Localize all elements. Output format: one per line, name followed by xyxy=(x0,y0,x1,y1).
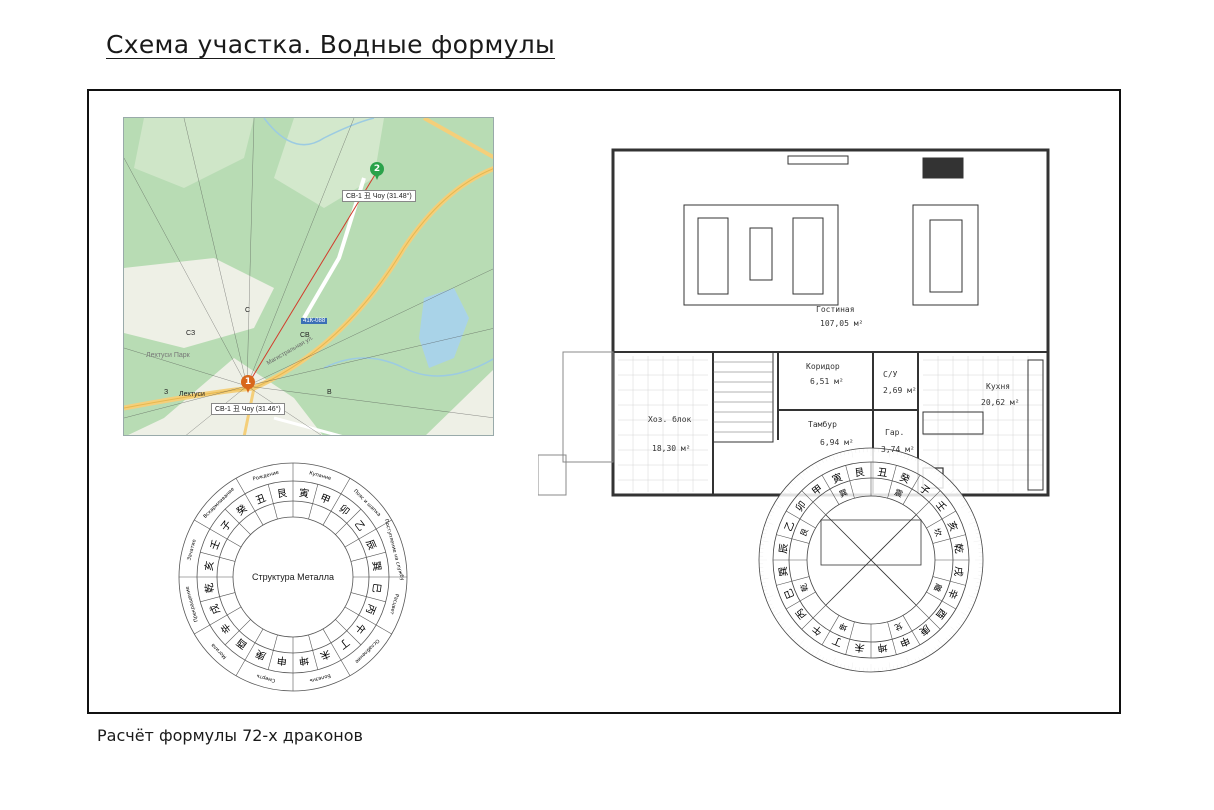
ring-right-trigram: 坤 xyxy=(838,621,849,633)
ring-left-hieroglyph: 庚 xyxy=(254,647,268,663)
ring-left-hieroglyph: 壬 xyxy=(208,538,223,552)
ring-right-hieroglyph: 乙 xyxy=(782,519,797,533)
ring-left-hieroglyph: 戌 xyxy=(207,602,223,616)
marker-1-tail xyxy=(245,386,251,393)
ring-right-hieroglyph: 申 xyxy=(898,634,912,650)
ring-left-outer-label: Расцвет xyxy=(388,593,399,615)
ring-right-hieroglyph: 艮 xyxy=(854,466,865,479)
marker-2-number: 2 xyxy=(370,162,384,176)
ring-left-hieroglyph: 乙 xyxy=(352,518,368,533)
ring-left-hieroglyph: 午 xyxy=(352,621,368,637)
map-marker-1[interactable]: 1 xyxy=(241,375,255,393)
ring-left-outer-label: Прекращение xyxy=(184,586,199,623)
page-title: Схема участка. Водные формулы xyxy=(106,30,556,59)
ring-left-outer-label: Смерть xyxy=(256,673,276,684)
ring-right-hieroglyph: 癸 xyxy=(898,470,912,486)
room-kitchen-area: 20,62 м² xyxy=(981,398,1020,407)
ring-right-hieroglyph: 未 xyxy=(854,641,865,654)
ring-right-hieroglyph: 戌 xyxy=(952,566,966,578)
ring-left-hieroglyph: 辛 xyxy=(218,621,234,637)
marker-1-label: СВ-1 丑 Чоу (31.46°) xyxy=(211,403,285,415)
diagram-frame xyxy=(87,89,1121,714)
ring-right-hieroglyph: 寅 xyxy=(830,470,844,486)
ring-right-trigram: 艮 xyxy=(799,527,810,538)
ring-left-hieroglyph: 亥 xyxy=(202,560,216,572)
ring-center-text: Структура Металла xyxy=(251,572,335,582)
ring-right-hieroglyph: 丁 xyxy=(831,634,844,648)
road-badge: 41К-088 xyxy=(301,318,328,324)
ring-right-hieroglyph: 巽 xyxy=(777,566,790,577)
ring-left-hieroglyph: 乾 xyxy=(202,582,216,594)
ring-left-hieroglyph: 丙 xyxy=(363,602,377,615)
ring-left-hieroglyph: 巳 xyxy=(370,582,383,593)
ring-right-trigram: 震 xyxy=(893,488,904,499)
ring-right-hieroglyph: 辛 xyxy=(945,587,961,601)
ring-right-hieroglyph: 巳 xyxy=(782,587,797,601)
ring-left-hieroglyph: 申 xyxy=(276,654,288,668)
ring-right-hieroglyph: 坤 xyxy=(877,641,889,655)
room-corridor-area: 6,51 м² xyxy=(810,377,844,386)
ring-right-trigram: 巽 xyxy=(838,488,849,499)
ring-left-hieroglyph: 甲 xyxy=(318,493,331,507)
map-canvas xyxy=(124,118,493,435)
map-place-lakhta: Лехтуси xyxy=(179,391,205,398)
ring-right-hieroglyph: 乾 xyxy=(952,543,966,555)
ring-left-hieroglyph: 寅 xyxy=(298,486,310,500)
room-vestibule-name: Тамбур xyxy=(808,420,837,429)
ring-right-trigram: 乾 xyxy=(798,582,810,593)
ring-left-outer-label: Болезнь xyxy=(309,672,332,683)
ring-left-hieroglyph: 艮 xyxy=(276,487,287,500)
ring-right-hieroglyph: 亥 xyxy=(945,519,961,533)
site-map[interactable]: С СЗ СВ З В Лехтуси Лехтуси Парк 41К-088… xyxy=(123,117,494,436)
map-marker-2[interactable]: 2 xyxy=(370,162,384,180)
marker-1-number: 1 xyxy=(241,375,255,389)
ring-left-hieroglyph: 坤 xyxy=(298,654,310,668)
ring-right-hieroglyph: 丑 xyxy=(877,467,888,479)
room-wardrobe-area: 3,74 м² xyxy=(881,445,915,454)
room-utility-area: 18,30 м² xyxy=(652,444,691,453)
ring-left-outer-label: Купание xyxy=(308,470,331,482)
room-kitchen-name: Кухня xyxy=(986,382,1011,391)
room-living-area: 107,05 м² xyxy=(820,319,864,328)
map-direction-w: З xyxy=(164,389,169,396)
ring-left-outer-label: Рождение xyxy=(252,470,279,483)
marker-2-label: СВ-1 丑 Чоу (31.48°) xyxy=(342,190,416,202)
map-direction-nw: СЗ xyxy=(186,330,196,337)
ring-right-trigram: 離 xyxy=(932,582,944,593)
ring-left-outer-label: Зачатие xyxy=(186,539,197,561)
ring-left-hieroglyph: 未 xyxy=(318,647,332,662)
ring-left-hieroglyph: 子 xyxy=(219,518,235,533)
floor-plan-canvas: 丑癸子壬亥乾戌辛酉庚申坤未丁午丙巳巽辰乙卯甲寅艮震坎離兌坤乾艮巽 xyxy=(538,148,1050,673)
marker-2-tail xyxy=(374,173,380,180)
ring-left-hieroglyph: 辰 xyxy=(363,538,378,552)
ring-left-hieroglyph: 癸 xyxy=(234,502,250,518)
map-direction-e: В xyxy=(327,389,332,396)
ring-left-outer-label: Поступление на службу xyxy=(383,518,405,581)
ring-right-trigram: 坎 xyxy=(932,527,944,538)
room-wc-area: 2,69 м² xyxy=(883,386,917,395)
floor-plan: 丑癸子壬亥乾戌辛酉庚申坤未丁午丙巳巽辰乙卯甲寅艮震坎離兌坤乾艮巽 Гостина… xyxy=(538,120,1058,690)
room-utility-name: Хоз. блок xyxy=(648,415,692,424)
page-caption: Расчёт формулы 72-х драконов xyxy=(97,726,363,745)
room-corridor-name: Коридор xyxy=(806,362,840,371)
ring-left-hieroglyph: 巽 xyxy=(370,560,383,571)
map-place-park: Лехтуси Парк xyxy=(146,352,190,359)
ring-left-hieroglyph: 丑 xyxy=(254,493,267,507)
map-direction-n: С xyxy=(245,307,251,314)
room-vestibule-area: 6,94 м² xyxy=(820,438,854,447)
map-direction-ne: СВ xyxy=(300,332,310,339)
room-living-name: Гостиная xyxy=(816,305,855,314)
ring-right-hieroglyph: 辰 xyxy=(777,543,790,554)
room-wc-name: С/У xyxy=(883,370,898,379)
ring-right-trigram: 兌 xyxy=(893,621,904,633)
ring-left-hieroglyph: 卯 xyxy=(337,503,352,519)
room-wardrobe-name: Гар. xyxy=(885,428,905,437)
